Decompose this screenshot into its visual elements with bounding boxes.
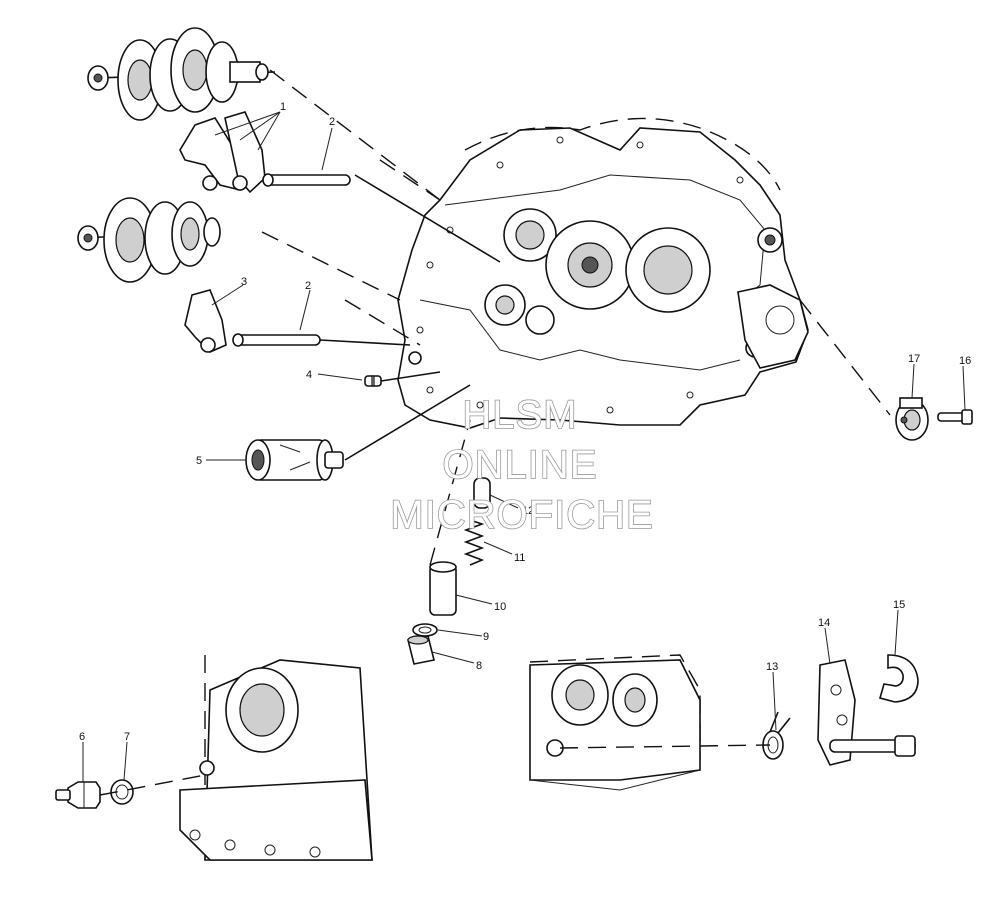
callout-1: 1: [280, 101, 286, 113]
watermark-line-1: HLSM: [462, 393, 577, 437]
callout-2-lower: 2: [305, 280, 311, 292]
lower-gear-shaft: [77, 197, 221, 283]
callout-9: 9: [483, 631, 489, 643]
upper-gear-shaft: [87, 27, 276, 121]
speed-sensor: [895, 397, 929, 441]
callout-5: 5: [196, 455, 202, 467]
callout-14: 14: [818, 617, 830, 629]
connector-lines: [99, 69, 891, 796]
shift-rod-upper: [262, 173, 351, 187]
callout-7: 7: [124, 731, 130, 743]
callout-3: 3: [241, 276, 247, 288]
bolt: [937, 409, 973, 425]
shift-rod-lower: [232, 333, 321, 347]
detent-spring: [463, 519, 485, 566]
pin: [364, 375, 382, 387]
callout-16: 16: [959, 355, 971, 367]
callout-15: 15: [893, 599, 905, 611]
shift-shaft: [817, 659, 916, 766]
callout-17: 17: [908, 353, 920, 365]
callout-10: 10: [494, 601, 506, 613]
callout-8: 8: [476, 660, 482, 672]
callout-2-upper: 2: [329, 116, 335, 128]
detent-pin: [473, 477, 491, 509]
inset-lower-left: [179, 655, 373, 861]
callout-labels: 1 2 3 2 4 5 12 11 10 9 8 17 16 6 7 13 14…: [79, 101, 971, 743]
inset-lower-right: [529, 654, 701, 791]
crankcase-half: [397, 117, 809, 429]
detent-plunger: [429, 561, 457, 616]
callout-4: 4: [306, 369, 312, 381]
return-spring: [762, 711, 791, 760]
callout-11: 11: [514, 552, 525, 564]
callout-13: 13: [766, 661, 778, 673]
watermark-line-3: MICROFICHE: [390, 493, 653, 537]
shift-fork-lower: [184, 289, 227, 353]
callout-12: 12: [522, 505, 534, 517]
detent-washer: [412, 623, 438, 637]
callout-6: 6: [79, 731, 85, 743]
shift-clip: [879, 654, 919, 703]
watermark: HLSM ONLINE MICROFICHE: [390, 392, 654, 538]
shift-fork-set-upper: [179, 111, 266, 194]
shift-drum: [245, 439, 344, 481]
watermark-line-2: ONLINE: [443, 443, 598, 487]
detent-cap: [407, 635, 435, 665]
leader-lines: [82, 111, 966, 782]
neutral-switch: [55, 781, 101, 809]
